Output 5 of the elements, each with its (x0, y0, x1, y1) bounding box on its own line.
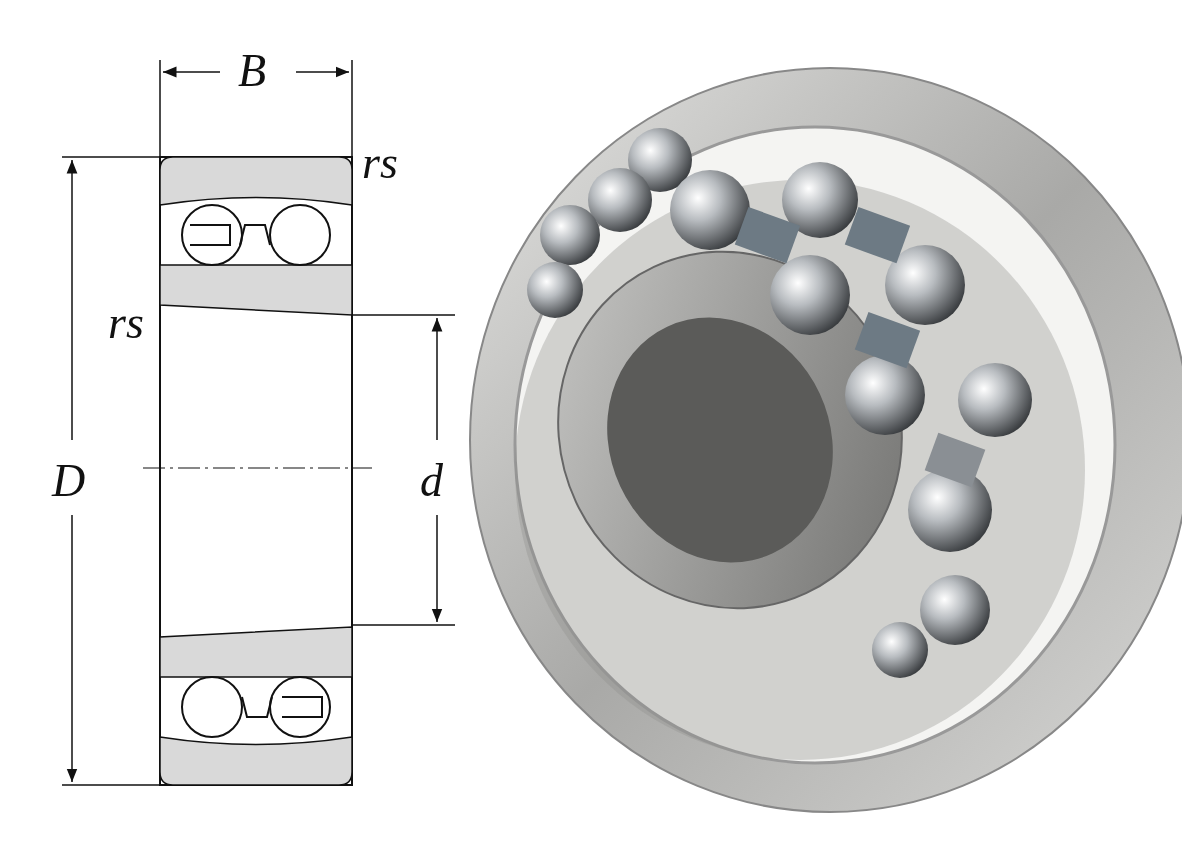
dimension-label: rs (362, 140, 398, 186)
dimension-label: rs (108, 300, 144, 346)
dimension-label: d (420, 458, 443, 504)
dimension-label: D (52, 458, 86, 504)
dimension-label: B (238, 48, 267, 94)
